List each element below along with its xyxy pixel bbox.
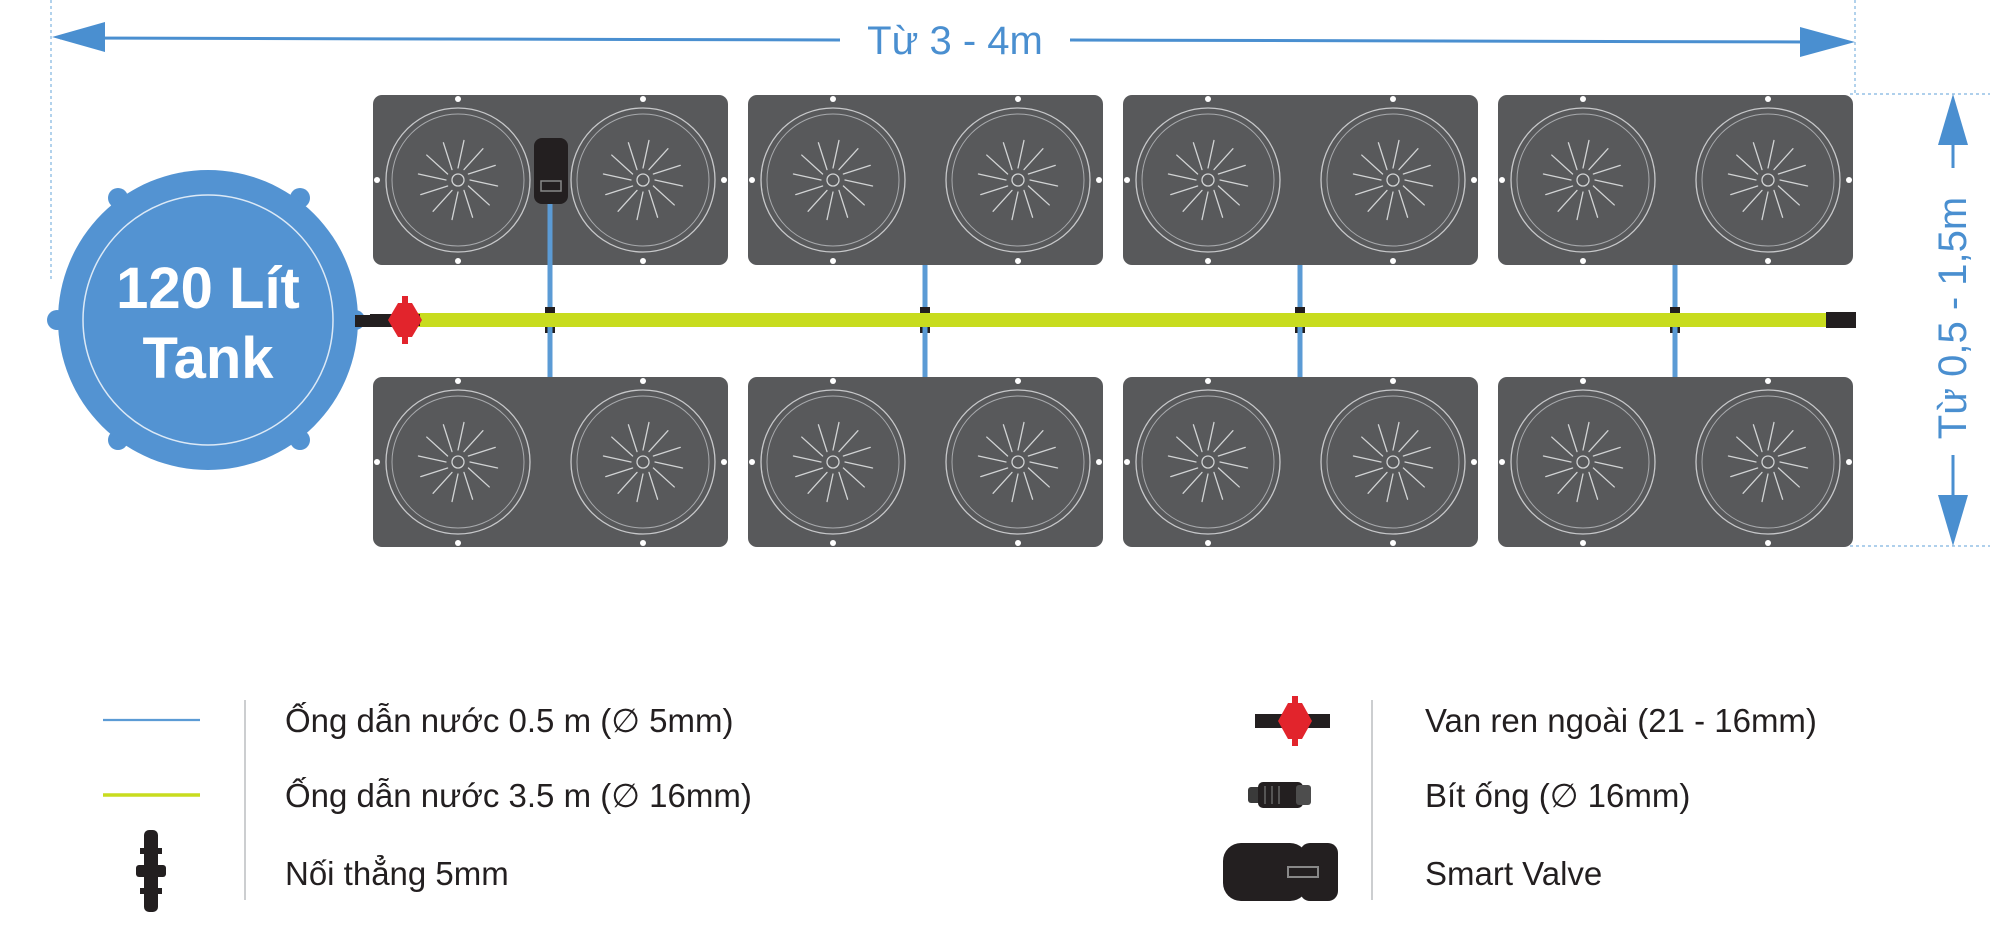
dimension-guides <box>50 0 1990 547</box>
smart-valve <box>534 138 568 204</box>
legend-text-smart-valve: Smart Valve <box>1425 855 1602 892</box>
valve <box>370 296 422 344</box>
smart-valve-icon <box>1223 843 1338 901</box>
planter-box <box>1123 95 1478 265</box>
tank-capacity: 120 Lít <box>116 256 300 321</box>
legend-text-thin-tube: Ống dẫn nước 0.5 m (∅ 5mm) <box>285 701 733 739</box>
legend-text-end-plug: Bít ống (∅ 16mm) <box>1425 777 1690 814</box>
red-valve-icon <box>1255 696 1330 746</box>
planter-pot <box>570 389 716 535</box>
planter-pot <box>1510 389 1656 535</box>
end-plug <box>1826 312 1856 328</box>
planter-pot <box>1320 107 1466 253</box>
tank-label: Tank <box>142 326 274 391</box>
planter-pot <box>1510 107 1656 253</box>
planter-pot <box>570 107 716 253</box>
planter-pot <box>1135 107 1281 253</box>
planter-pot <box>1135 389 1281 535</box>
planter-box <box>1498 377 1853 547</box>
width-label: Từ 3 - 4m <box>867 19 1043 63</box>
planter-pot <box>385 107 531 253</box>
width-dimension: Từ 3 - 4m <box>52 19 1855 63</box>
legend-text-main-tube: Ống dẫn nước 3.5 m (∅ 16mm) <box>285 776 752 814</box>
height-dimension: Từ 0,5 - 1,5m <box>1931 94 1975 546</box>
straight-connector-icon <box>136 830 166 912</box>
legend-text-connector: Nối thẳng 5mm <box>285 855 509 892</box>
planter-box <box>373 377 728 547</box>
planter-box <box>1123 377 1478 547</box>
planter-pot <box>945 107 1091 253</box>
planter-pot <box>1695 389 1841 535</box>
planter-box <box>1498 95 1853 265</box>
water-tank: 120 Lít Tank <box>47 170 365 470</box>
planters-group <box>373 95 1853 547</box>
end-plug-icon <box>1248 782 1311 808</box>
planter-pot <box>1320 389 1466 535</box>
planter-box <box>748 95 1103 265</box>
planter-pot <box>385 389 531 535</box>
legend: Ống dẫn nước 0.5 m (∅ 5mm) Ống dẫn nước … <box>103 696 1817 912</box>
planter-pot <box>945 389 1091 535</box>
planter-pot <box>1695 107 1841 253</box>
planter-box <box>748 377 1103 547</box>
planter-pot <box>760 389 906 535</box>
main-pipe <box>355 312 1856 328</box>
legend-text-valve: Van ren ngoài (21 - 16mm) <box>1425 702 1817 739</box>
planter-pot <box>760 107 906 253</box>
height-label: Từ 0,5 - 1,5m <box>1931 197 1975 439</box>
